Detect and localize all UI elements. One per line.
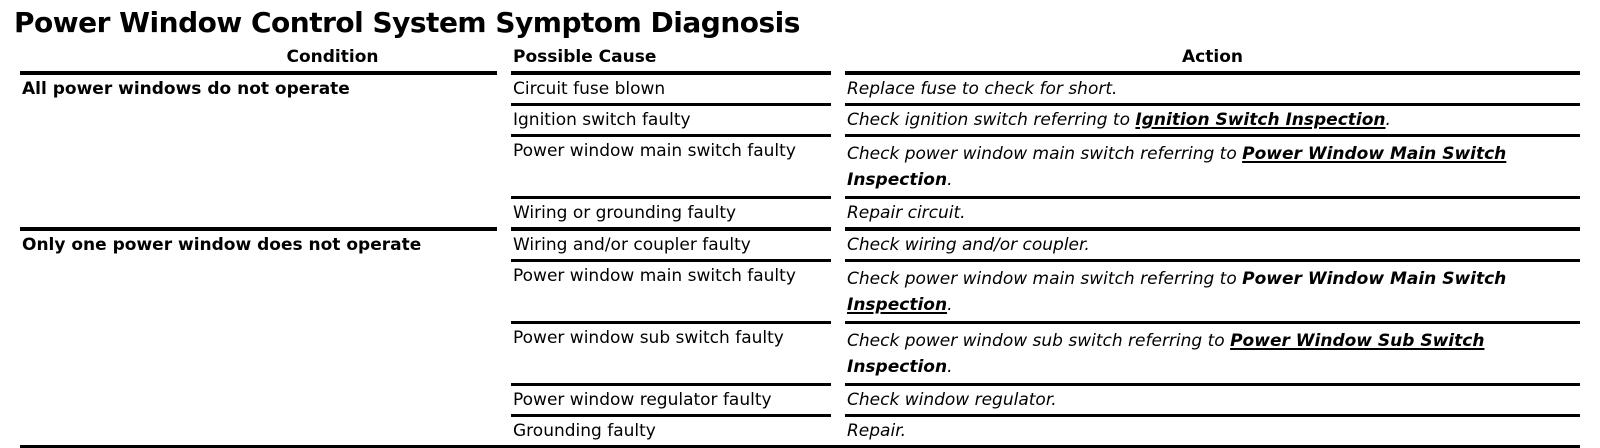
table-row: All power windows do not operate Circuit… [20, 75, 1580, 231]
action-cell: Repair circuit. [845, 199, 1580, 231]
power-window-main-switch-inspection-link[interactable]: Inspection [847, 295, 948, 315]
action-cell: Replace fuse to check for short. [845, 75, 1580, 106]
table-bottom-rule [20, 445, 1580, 448]
ignition-switch-inspection-link[interactable]: Ignition Switch Inspection [1135, 110, 1386, 130]
action-cell: Check window regulator. [845, 386, 1580, 417]
condition-cell: Only one power window does not operate [22, 235, 422, 255]
action-text: . [1385, 110, 1391, 130]
action-cell: Check power window main switch referring… [845, 137, 1580, 199]
action-text: . [947, 295, 953, 315]
power-window-main-switch-inspection-link[interactable]: Power Window Main Switch [1242, 269, 1507, 289]
condition-cell: All power windows do not operate [20, 75, 497, 231]
action-text: Check power window main switch referring… [847, 144, 1243, 164]
action-cell: Repair. [847, 421, 907, 441]
condition-column-header: Condition [20, 43, 497, 75]
action-cell: Check power window sub switch referring … [845, 324, 1580, 386]
possible-cause-column-header: Possible Cause [511, 43, 831, 75]
table-row: Power window main switch faulty Check po… [20, 137, 1580, 199]
cause-cell: Power window main switch faulty [511, 262, 831, 324]
cause-cell: Power window sub switch faulty [511, 324, 831, 386]
action-text: . [947, 357, 953, 377]
table-row: Ignition switch faulty Check ignition sw… [20, 106, 1580, 137]
action-text: Check ignition switch referring to [847, 110, 1136, 130]
action-cell: Check wiring and/or coupler. [845, 231, 1580, 262]
cause-cell: Grounding faulty [513, 421, 656, 441]
table-row: Power window regulator faulty Check wind… [20, 386, 1580, 417]
power-window-sub-switch-inspection-link[interactable]: Inspection [847, 357, 948, 377]
table-row: Grounding faulty Repair. [20, 417, 1580, 445]
cause-cell: Ignition switch faulty [511, 106, 831, 137]
power-window-main-switch-inspection-link[interactable]: Power Window Main Switch [1242, 144, 1507, 164]
cause-cell: Power window regulator faulty [511, 386, 831, 417]
action-text: . [947, 170, 953, 190]
table-row: Power window main switch faulty Check po… [20, 262, 1580, 324]
power-window-sub-switch-inspection-link[interactable]: Power Window Sub Switch [1230, 331, 1485, 351]
table-header-row: Condition Possible Cause Action [20, 43, 1580, 75]
table-row: Only one power window does not operate W… [20, 231, 1580, 262]
cause-cell: Circuit fuse blown [511, 75, 831, 106]
action-cell: Check power window main switch referring… [845, 262, 1580, 324]
power-window-main-switch-inspection-link[interactable]: Inspection [847, 170, 948, 190]
action-cell: Check ignition switch referring to Ignit… [845, 106, 1580, 137]
page-title: Power Window Control System Symptom Diag… [14, 6, 800, 39]
action-column-header: Action [845, 43, 1580, 75]
cause-cell: Power window main switch faulty [511, 137, 831, 199]
table-row: Power window sub switch faulty Check pow… [20, 324, 1580, 386]
action-text: Check power window main switch referring… [847, 269, 1243, 289]
cause-cell: Wiring and/or coupler faulty [511, 231, 831, 262]
cause-cell: Wiring or grounding faulty [511, 199, 831, 231]
action-text: Check power window sub switch referring … [847, 331, 1231, 351]
symptom-diagnosis-table: Condition Possible Cause Action All powe… [6, 43, 1594, 445]
table-row: Wiring or grounding faulty Repair circui… [20, 199, 1580, 231]
